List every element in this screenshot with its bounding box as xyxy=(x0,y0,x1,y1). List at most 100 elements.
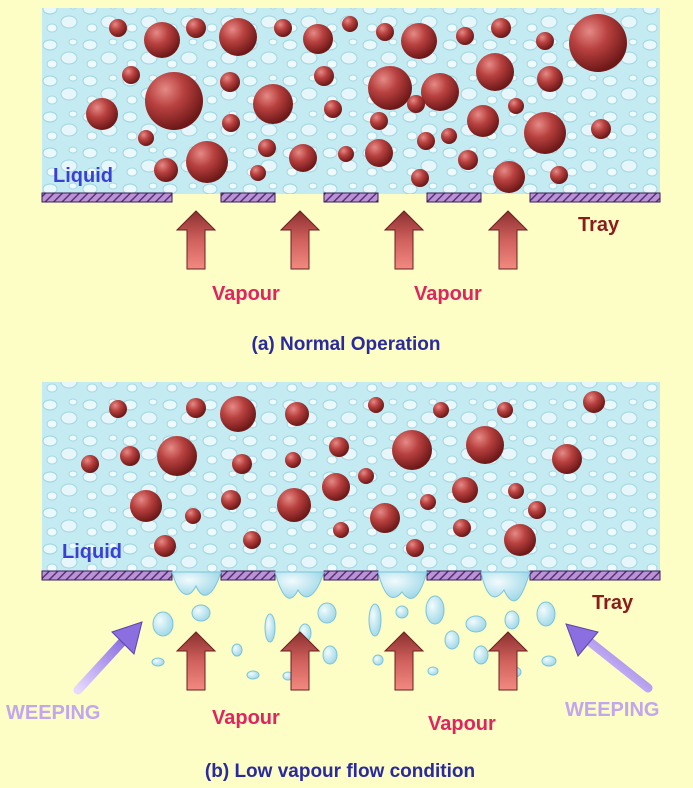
liquid-region xyxy=(42,8,660,194)
bubble xyxy=(466,426,504,464)
caption-low-vapour-flow: (b) Low vapour flow condition xyxy=(205,761,475,782)
tray-segment xyxy=(41,570,173,581)
vapour-arrow xyxy=(175,631,217,691)
bubble xyxy=(324,100,342,118)
vapour-arrow xyxy=(383,631,425,691)
vapour-bubbles xyxy=(81,391,605,557)
bubble xyxy=(491,18,511,38)
bubble xyxy=(130,490,162,522)
liquid-droplet xyxy=(231,643,243,657)
bubble xyxy=(109,19,127,37)
bubble xyxy=(86,98,118,130)
bubble xyxy=(303,24,333,54)
drip xyxy=(274,571,325,599)
panel-low-vapour-flow: Liquid Tray xyxy=(6,382,661,782)
vapour-arrow xyxy=(487,631,529,691)
liquid-droplet xyxy=(191,604,211,622)
tray-segment xyxy=(220,570,276,581)
weeping-label-left: WEEPING xyxy=(6,702,100,724)
bubble xyxy=(154,535,176,557)
tray-segment xyxy=(426,570,482,581)
bubble xyxy=(221,490,241,510)
bubble xyxy=(154,158,178,182)
liquid-droplet xyxy=(465,615,487,633)
bubble xyxy=(441,128,457,144)
liquid-droplet xyxy=(152,611,174,637)
bubble xyxy=(342,16,358,32)
bubble xyxy=(274,19,292,37)
liquid-droplet xyxy=(264,613,276,643)
bubble xyxy=(81,455,99,473)
vapour-arrows xyxy=(175,210,529,270)
bubble xyxy=(552,444,582,474)
bubble xyxy=(476,53,514,91)
bubble xyxy=(504,524,536,556)
liquid-label: Liquid xyxy=(62,541,122,563)
bubble xyxy=(508,98,524,114)
bubble xyxy=(219,18,257,56)
bubble xyxy=(417,132,435,150)
bubble xyxy=(232,454,252,474)
liquid-droplet xyxy=(246,670,260,680)
bubble xyxy=(122,66,140,84)
bubble xyxy=(493,161,525,193)
drip xyxy=(377,571,428,599)
bubble xyxy=(401,23,437,59)
bubble xyxy=(250,165,266,181)
tray xyxy=(41,570,661,581)
bubble xyxy=(285,452,301,468)
bubble xyxy=(289,144,317,172)
bubble xyxy=(376,23,394,41)
bubble xyxy=(109,400,127,418)
bubble xyxy=(569,14,627,72)
bubble xyxy=(497,402,513,418)
vapour-arrows xyxy=(175,631,529,691)
bubble xyxy=(467,105,499,137)
tray-label: Tray xyxy=(578,214,620,236)
liquid-droplet xyxy=(317,602,337,624)
bubble xyxy=(138,130,154,146)
tray-segment xyxy=(41,192,173,203)
liquid-droplet xyxy=(473,645,489,665)
bubble xyxy=(253,84,293,124)
bubble xyxy=(220,396,256,432)
bubble xyxy=(145,72,203,130)
liquid-droplet xyxy=(322,645,338,665)
bubble xyxy=(452,477,478,503)
vapour-arrow xyxy=(487,210,529,270)
bubble xyxy=(420,494,436,510)
bubble xyxy=(536,32,554,50)
liquid-droplet xyxy=(151,657,165,667)
tray-segment xyxy=(529,570,661,581)
bubble xyxy=(333,522,349,538)
bubble xyxy=(186,141,228,183)
tray-segment xyxy=(323,570,379,581)
bubble xyxy=(591,119,611,139)
vapour-arrow xyxy=(175,210,217,270)
liquid-droplet xyxy=(504,610,520,630)
weeping-arrow-right xyxy=(565,623,653,693)
tray-label: Tray xyxy=(592,592,634,614)
vapour-bubbles xyxy=(86,14,627,193)
weeping-label-right: WEEPING xyxy=(565,699,659,721)
bubble xyxy=(368,397,384,413)
bubble xyxy=(392,430,432,470)
dripping-liquid xyxy=(171,571,531,602)
tray-segment xyxy=(426,192,482,203)
caption-normal-operation: (a) Normal Operation xyxy=(252,334,441,355)
bubble xyxy=(338,146,354,162)
drip xyxy=(171,571,222,596)
tray-segment xyxy=(323,192,379,203)
bubble xyxy=(358,468,374,484)
liquid-droplet xyxy=(541,655,557,667)
weeping-arrow-left xyxy=(73,621,143,695)
liquid-droplet xyxy=(444,630,460,650)
liquid-region xyxy=(42,382,660,572)
bubble xyxy=(370,112,388,130)
bubble xyxy=(220,72,240,92)
bubble xyxy=(406,539,424,557)
bubble xyxy=(537,66,563,92)
vapour-label: Vapour xyxy=(212,707,280,729)
bubble xyxy=(550,166,568,184)
